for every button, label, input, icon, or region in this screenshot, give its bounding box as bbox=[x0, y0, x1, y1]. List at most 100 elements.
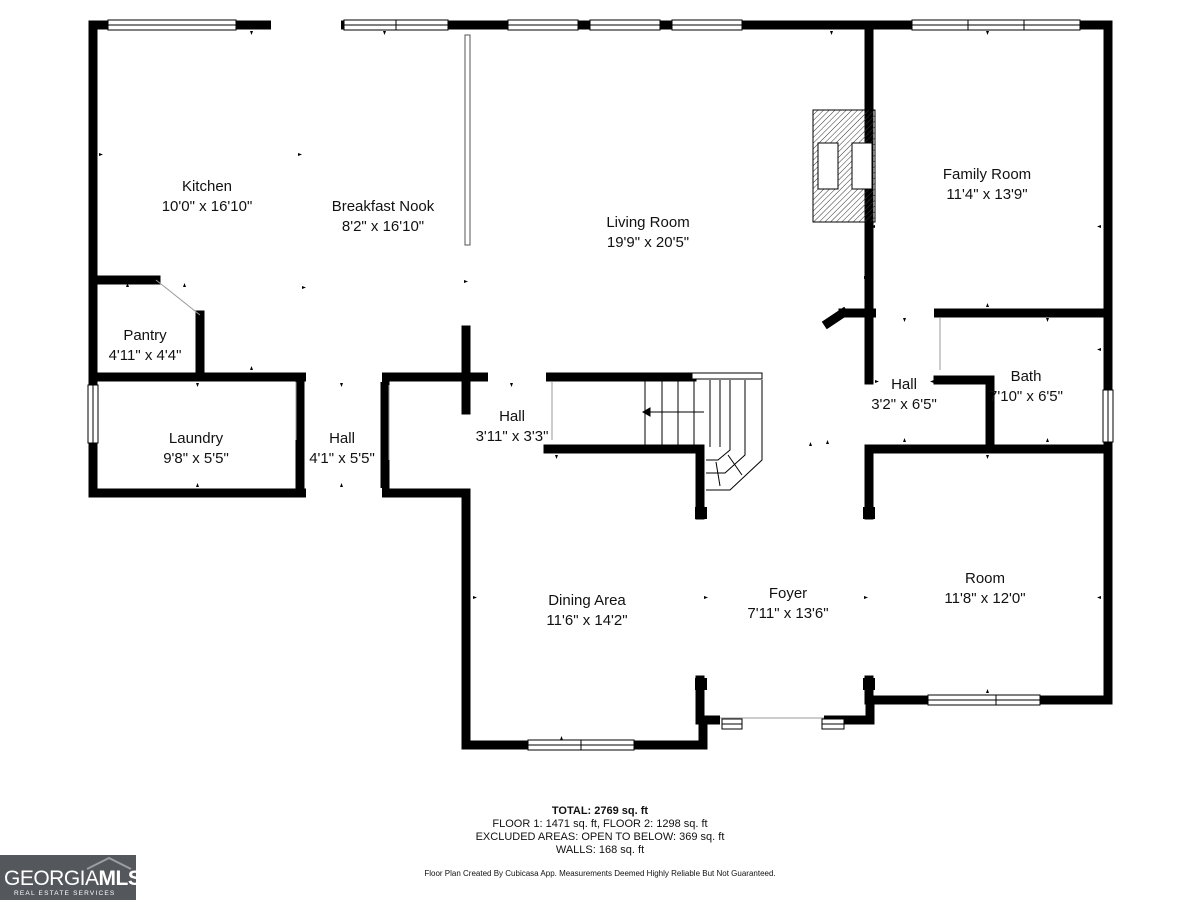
room-name: Family Room bbox=[943, 166, 1031, 183]
room-label-foyer: Foyer 7'11" x 13'6" bbox=[747, 585, 828, 622]
tick bbox=[1046, 438, 1049, 442]
doorway bbox=[306, 488, 382, 498]
wall-stub bbox=[695, 678, 707, 690]
room-name: Kitchen bbox=[182, 178, 232, 195]
room-name: Pantry bbox=[123, 327, 167, 344]
dimension-ticks bbox=[99, 31, 1101, 740]
tick bbox=[830, 31, 833, 35]
roof-icon bbox=[86, 856, 132, 870]
room-label-breakfast-nook: Breakfast Nook 8'2" x 16'10" bbox=[332, 198, 435, 235]
room-name: Laundry bbox=[169, 430, 224, 447]
room-dimensions: 11'8" x 12'0" bbox=[944, 590, 1025, 607]
excluded-areas: EXCLUDED AREAS: OPEN TO BELOW: 369 sq. f… bbox=[475, 831, 725, 843]
room-name: Breakfast Nook bbox=[332, 198, 435, 215]
tick bbox=[196, 483, 199, 487]
georgia-mls-logo: GEORGIAMLS REAL ESTATE SERVICES bbox=[0, 855, 142, 900]
logo-text-bold: MLS bbox=[98, 867, 142, 890]
room-label-family-room: Family Room 11'4" x 13'9" bbox=[943, 166, 1031, 203]
tick bbox=[826, 440, 829, 444]
doorway bbox=[720, 715, 824, 725]
total-area: TOTAL: 2769 sq. ft bbox=[551, 805, 649, 817]
tick bbox=[875, 380, 879, 383]
tick bbox=[903, 438, 906, 442]
tick bbox=[809, 442, 812, 446]
room-dimensions: 8'2" x 16'10" bbox=[342, 218, 424, 235]
tick bbox=[903, 318, 906, 322]
tick bbox=[986, 31, 989, 35]
tick bbox=[302, 286, 306, 289]
room-label-bath: Bath 7'10" x 6'5" bbox=[989, 368, 1063, 405]
room-name: Hall bbox=[891, 376, 917, 393]
tick bbox=[986, 689, 989, 693]
room-label-dining-area: Dining Area 11'6" x 14'2" bbox=[546, 592, 627, 629]
stair-tread bbox=[727, 454, 743, 476]
room-dimensions: 19'9" x 20'5" bbox=[607, 234, 689, 251]
entry-steps bbox=[721, 718, 845, 730]
walls bbox=[88, 20, 1113, 750]
stair-turn bbox=[706, 380, 746, 474]
tick bbox=[1046, 318, 1049, 322]
staircase bbox=[641, 372, 763, 491]
tick bbox=[99, 153, 103, 156]
tick bbox=[340, 383, 343, 387]
room-dimensions: 4'1" x 5'5" bbox=[309, 450, 375, 467]
half-wall bbox=[464, 34, 471, 246]
tick bbox=[340, 483, 343, 487]
room-label-kitchen: Kitchen 10'0" x 16'10" bbox=[162, 178, 253, 215]
doorway bbox=[306, 372, 382, 382]
pantry-diagonal bbox=[155, 279, 201, 316]
window bbox=[271, 19, 341, 31]
tick bbox=[1097, 225, 1101, 228]
room-dimensions: 11'4" x 13'9" bbox=[946, 186, 1027, 203]
tick bbox=[871, 225, 875, 228]
stair-landing bbox=[691, 372, 763, 380]
room-label-laundry: Laundry 9'8" x 5'5" bbox=[163, 430, 229, 467]
tick bbox=[383, 31, 386, 35]
room-dimensions: 4'11" x 4'4" bbox=[109, 347, 182, 364]
logo-subtitle: REAL ESTATE SERVICES bbox=[14, 890, 116, 897]
doorway bbox=[488, 372, 546, 382]
room-name: Living Room bbox=[606, 214, 689, 231]
tick bbox=[864, 276, 868, 279]
stair-tread bbox=[715, 461, 721, 487]
room-dimensions: 10'0" x 16'10" bbox=[162, 198, 253, 215]
tick bbox=[250, 366, 253, 370]
room-label-living-room: Living Room 19'9" x 20'5" bbox=[606, 214, 689, 251]
tick bbox=[930, 380, 934, 383]
stair-arrow-head bbox=[641, 407, 651, 417]
wall-area: WALLS: 168 sq. ft bbox=[555, 844, 645, 856]
tick bbox=[555, 455, 558, 459]
tick bbox=[986, 303, 989, 307]
area-totals: TOTAL: 2769 sq. ft FLOOR 1: 1471 sq. ft,… bbox=[0, 805, 1200, 857]
tick bbox=[704, 596, 708, 599]
room-name: Hall bbox=[499, 408, 525, 425]
tick bbox=[560, 736, 563, 740]
room-label-room: Room 11'8" x 12'0" bbox=[944, 570, 1025, 607]
logo-text-light: GEORGIA bbox=[4, 867, 99, 890]
room-name: Bath bbox=[1011, 368, 1042, 385]
stair-rail bbox=[706, 380, 763, 491]
tick bbox=[250, 31, 253, 35]
window-mullions bbox=[92, 20, 1109, 750]
tick bbox=[298, 153, 302, 156]
room-label-pantry: Pantry 4'11" x 4'4" bbox=[109, 327, 182, 364]
room-dimensions: 11'6" x 14'2" bbox=[546, 612, 627, 629]
tick bbox=[473, 596, 477, 599]
wall-stubs bbox=[695, 507, 875, 690]
fireplace bbox=[812, 109, 876, 223]
fireplace-firebox bbox=[851, 142, 873, 190]
tick bbox=[510, 383, 513, 387]
room-dimensions: 3'2" x 6'5" bbox=[871, 396, 937, 413]
doorway bbox=[876, 308, 934, 318]
tick bbox=[464, 280, 468, 283]
floor-areas: FLOOR 1: 1471 sq. ft, FLOOR 2: 1298 sq. … bbox=[492, 818, 708, 830]
room-name: Room bbox=[965, 570, 1005, 587]
tick bbox=[986, 455, 989, 459]
tick bbox=[183, 283, 186, 287]
tick bbox=[864, 596, 868, 599]
wall-stub bbox=[863, 678, 875, 690]
room-label-hall-3: Hall 3'2" x 6'5" bbox=[871, 376, 937, 413]
tick bbox=[1097, 596, 1101, 599]
tick bbox=[196, 383, 199, 387]
